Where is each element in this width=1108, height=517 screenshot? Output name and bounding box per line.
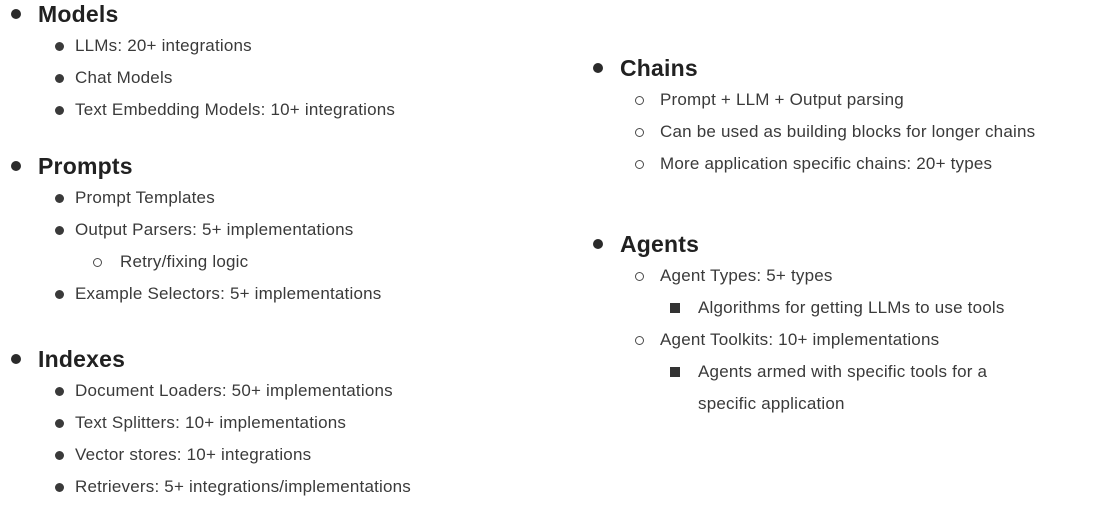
list-item-text: Can be used as building blocks for longe… (660, 122, 1036, 141)
list-item: Vector stores: 10+ integrations (0, 439, 1108, 471)
list-item-text: Agents armed with specific tools for a s… (698, 362, 988, 413)
list-item: Agent Types: 5+ types (0, 260, 1108, 292)
list-item-text: More application specific chains: 20+ ty… (660, 154, 993, 173)
bullet-disc-icon (55, 74, 64, 83)
list-item-text: Retrievers: 5+ integrations/implementati… (75, 477, 412, 496)
section-indexes: Indexes Document Loaders: 50+ implementa… (0, 343, 1108, 503)
bullet-disc-icon (55, 290, 64, 299)
bullet-disc-icon (11, 161, 21, 171)
section-agents: Agents Agent Types: 5+ types Algorithms … (0, 228, 1108, 420)
list-item-text: Example Selectors: 5+ implementations (75, 284, 382, 303)
list-item-text: Chat Models (75, 68, 173, 87)
list-item-text: Text Embedding Models: 10+ integrations (75, 100, 396, 119)
list-item: Text Embedding Models: 10+ integrations (0, 94, 1108, 126)
list-item: Agent Toolkits: 10+ implementations (0, 324, 1108, 356)
bullet-square-icon (670, 303, 680, 313)
section-heading: Agents (0, 228, 1108, 260)
bullet-disc-icon (55, 451, 64, 460)
list-item-text: Text Splitters: 10+ implementations (75, 413, 347, 432)
section-heading: Prompts (0, 150, 1108, 182)
list-item-text: Agent Toolkits: 10+ implementations (660, 330, 940, 349)
list-item: LLMs: 20+ integrations (0, 30, 1108, 62)
list-item: Document Loaders: 50+ implementations (0, 375, 1108, 407)
bullet-disc-icon (55, 419, 64, 428)
section-prompts: Prompts Prompt Templates Output Parsers:… (0, 150, 1108, 310)
section-title: Prompts (38, 153, 133, 179)
list-item: Algorithms for getting LLMs to use tools (0, 292, 1108, 324)
bullet-disc-icon (55, 483, 64, 492)
list-item-text: Prompt + LLM + Output parsing (660, 90, 904, 109)
section-heading: Models (0, 0, 1108, 30)
section-models: Models LLMs: 20+ integrations Chat Model… (0, 0, 1108, 126)
bullet-disc-icon (55, 226, 64, 235)
list-item: More application specific chains: 20+ ty… (0, 148, 1108, 180)
list-item-text: Algorithms for getting LLMs to use tools (698, 298, 1005, 317)
bullet-disc-icon (55, 106, 64, 115)
bullet-disc-icon (55, 42, 64, 51)
bullet-disc-icon (55, 194, 64, 203)
list-item: Prompt + LLM + Output parsing (0, 84, 1108, 116)
bullet-disc-icon (11, 9, 21, 19)
section-title: Chains (620, 55, 698, 81)
list-item-text: LLMs: 20+ integrations (75, 36, 252, 55)
list-item: Output Parsers: 5+ implementations (0, 214, 1108, 246)
list-item-text: Retry/fixing logic (120, 252, 249, 271)
list-item-text: Document Loaders: 50+ implementations (75, 381, 393, 400)
bullet-disc-icon (55, 387, 64, 396)
list-item-text: Vector stores: 10+ integrations (75, 445, 312, 464)
list-item: Example Selectors: 5+ implementations (0, 278, 1108, 310)
list-item: Can be used as building blocks for longe… (0, 116, 1108, 148)
section-title: Agents (620, 231, 700, 257)
list-item: Prompt Templates (0, 182, 1108, 214)
section-heading: Indexes (0, 343, 1108, 375)
list-item-text: Prompt Templates (75, 188, 215, 207)
section-heading: Chains (0, 52, 1108, 84)
list-item-text: Agent Types: 5+ types (660, 266, 833, 285)
bullet-circle-icon (93, 258, 102, 267)
bullet-disc-icon (11, 354, 21, 364)
list-item: Chat Models (0, 62, 1108, 94)
bullet-square-icon (670, 367, 680, 377)
bullet-disc-icon (593, 239, 603, 249)
list-item: Text Splitters: 10+ implementations (0, 407, 1108, 439)
section-title: Models (38, 1, 119, 27)
list-item: Retrievers: 5+ integrations/implementati… (0, 471, 1108, 503)
bullet-circle-icon (635, 96, 644, 105)
section-chains: Chains Prompt + LLM + Output parsing Can… (0, 52, 1108, 180)
bullet-circle-icon (635, 336, 644, 345)
section-title: Indexes (38, 346, 126, 372)
list-item-text: Output Parsers: 5+ implementations (75, 220, 354, 239)
bullet-circle-icon (635, 272, 644, 281)
list-item: Retry/fixing logic (0, 246, 1108, 278)
bullet-circle-icon (635, 128, 644, 137)
list-item: Agents armed with specific tools for a s… (0, 356, 1108, 420)
bullet-disc-icon (593, 63, 603, 73)
bullet-circle-icon (635, 160, 644, 169)
